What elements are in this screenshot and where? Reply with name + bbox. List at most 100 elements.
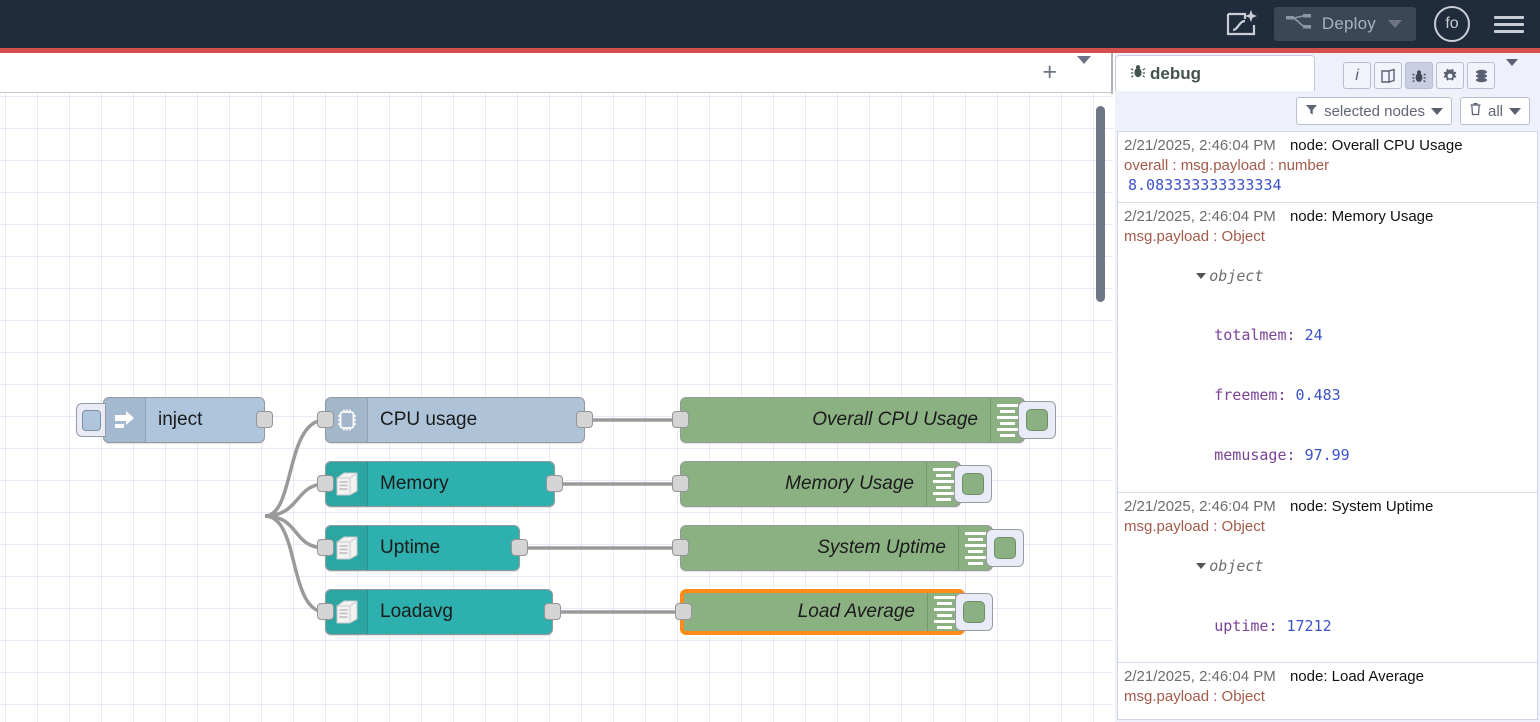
debug-topic: overall : msg.payload : number <box>1124 156 1330 174</box>
input-port[interactable] <box>317 475 334 492</box>
menu-bar <box>1494 29 1524 33</box>
output-port[interactable] <box>256 411 273 428</box>
input-port[interactable] <box>672 539 689 556</box>
debug-node-name: node: Overall CPU Usage <box>1289 137 1463 154</box>
node-uptime[interactable]: Uptime <box>317 525 528 571</box>
debug-node-name: node: System Uptime <box>1289 497 1434 515</box>
deploy-label: Deploy <box>1321 14 1376 33</box>
expander-triangle-icon[interactable] <box>1196 272 1207 279</box>
chevron-down-icon[interactable] <box>1498 58 1526 86</box>
input-port[interactable] <box>675 603 692 620</box>
canvas-vertical-scrollbar[interactable] <box>1096 106 1105 302</box>
debug-object-root[interactable]: object <box>1124 247 1531 307</box>
node-cpu-usage[interactable]: CPU usage <box>317 397 593 443</box>
output-port[interactable] <box>544 603 561 620</box>
node-system-uptime[interactable]: System Uptime <box>672 525 1024 571</box>
debug-lines-icon <box>958 526 992 570</box>
node-label: Load Average <box>797 601 915 622</box>
node-memory[interactable]: Memory <box>317 461 563 507</box>
debug-lines-icon <box>926 462 960 506</box>
gear-icon[interactable] <box>1436 62 1464 89</box>
debug-timestamp: 2/21/2025, 2:46:04 PM <box>1124 668 1276 686</box>
property-key: uptime <box>1214 616 1269 635</box>
node-memory-usage[interactable]: Memory Usage <box>672 461 992 507</box>
debug-topic: msg.payload : Object <box>1124 688 1265 706</box>
node-label: Memory Usage <box>785 473 914 494</box>
chevron-down-icon <box>1077 55 1091 81</box>
debug-timestamp: 2/21/2025, 2:46:04 PM <box>1124 497 1276 515</box>
node-label: Overall CPU Usage <box>812 409 978 430</box>
add-flow-button[interactable]: + <box>1042 58 1057 86</box>
debug-message-list[interactable]: 2/21/2025, 2:46:04 PM node: Overall CPU … <box>1117 131 1538 720</box>
debug-message[interactable]: 2/21/2025, 2:46:04 PM node: Memory Usage… <box>1118 203 1537 493</box>
output-port[interactable] <box>546 475 563 492</box>
debug-object-root[interactable]: object <box>1124 707 1531 719</box>
info-icon[interactable]: i <box>1343 62 1371 89</box>
menu-bar <box>1494 22 1524 26</box>
sidebar-tabbar: debug i <box>1115 53 1540 91</box>
property-value: 24 <box>1304 326 1323 345</box>
node-label: CPU usage <box>380 409 478 430</box>
node-label: inject <box>158 409 203 430</box>
debug-enable-square <box>963 601 985 623</box>
clear-messages-button[interactable]: all <box>1459 97 1530 125</box>
node-label: Uptime <box>380 537 441 558</box>
debug-topic: msg.payload : Object <box>1124 517 1265 535</box>
debug-message-header: 2/21/2025, 2:46:04 PM node: System Uptim… <box>1124 497 1531 517</box>
debug-message-header: 2/21/2025, 2:46:04 PM node: Memory Usage <box>1124 207 1531 227</box>
stack-icon[interactable] <box>1467 62 1495 89</box>
debug-node-name: node: Memory Usage <box>1289 207 1434 225</box>
sidebar-tab-buttons: i <box>1343 58 1526 89</box>
debug-message[interactable]: 2/21/2025, 2:46:04 PM node: Load Average… <box>1118 663 1537 719</box>
bug-icon <box>1130 63 1146 84</box>
node-inject[interactable]: inject <box>76 397 273 443</box>
chevron-down-icon <box>1509 107 1521 115</box>
input-port[interactable] <box>317 603 334 620</box>
ai-flow-sparkle-icon[interactable] <box>1220 4 1264 44</box>
hamburger-menu-icon[interactable] <box>1494 12 1524 37</box>
caret <box>1506 58 1518 83</box>
input-port[interactable] <box>672 475 689 492</box>
output-port[interactable] <box>511 539 528 556</box>
input-port[interactable] <box>672 411 689 428</box>
book-icon[interactable] <box>1374 62 1402 89</box>
debug-topic: msg.payload : Object <box>1124 227 1265 245</box>
debug-enable-button[interactable] <box>955 593 993 631</box>
filter-selected-nodes-button[interactable]: selected nodes <box>1296 97 1452 125</box>
flow-tabbar: + <box>0 53 1111 93</box>
chevron-down-icon[interactable] <box>1388 20 1402 28</box>
funnel-icon <box>1305 103 1318 120</box>
debug-enable-button[interactable] <box>986 529 1024 567</box>
deploy-button[interactable]: Deploy <box>1273 7 1416 41</box>
property-value: 17212 <box>1286 616 1332 635</box>
bug-icon[interactable] <box>1405 62 1433 89</box>
debug-object-root[interactable]: object <box>1124 537 1531 597</box>
input-port[interactable] <box>317 411 334 428</box>
expander-triangle-icon[interactable] <box>1196 562 1207 569</box>
debug-enable-square <box>994 537 1016 559</box>
menu-bar <box>1494 15 1524 19</box>
avatar[interactable]: fo <box>1434 6 1470 42</box>
tab-debug[interactable]: debug <box>1115 55 1315 91</box>
debug-node-name: node: Load Average <box>1289 668 1424 686</box>
debug-timestamp: 2/21/2025, 2:46:04 PM <box>1124 137 1276 154</box>
deploy-flow-icon <box>1285 13 1312 36</box>
node-loadavg[interactable]: Loadavg <box>317 589 561 635</box>
flow-canvas[interactable]: inject CPU usage <box>0 94 1113 722</box>
debug-enable-button[interactable] <box>1018 401 1056 439</box>
debug-message-header: 2/21/2025, 2:46:04 PM node: Overall CPU … <box>1124 136 1531 156</box>
input-port[interactable] <box>317 539 334 556</box>
debug-property: uptime: 17212 <box>1214 616 1332 635</box>
debug-timestamp: 2/21/2025, 2:46:04 PM <box>1124 207 1276 225</box>
flow-menu-button[interactable] <box>1071 55 1097 82</box>
debug-message[interactable]: 2/21/2025, 2:46:04 PM node: Overall CPU … <box>1118 132 1537 203</box>
output-port[interactable] <box>576 411 593 428</box>
inject-trigger-button[interactable] <box>76 403 106 437</box>
debug-enable-button[interactable] <box>954 465 992 503</box>
node-overall-cpu-usage[interactable]: Overall CPU Usage <box>672 397 1056 443</box>
node-load-average[interactable]: Load Average <box>675 589 993 635</box>
debug-property: totalmem: 24 <box>1214 326 1323 345</box>
debug-object-label: object <box>1209 266 1264 285</box>
debug-value: 8.083333333333334 <box>1128 175 1282 194</box>
debug-message[interactable]: 2/21/2025, 2:46:04 PM node: System Uptim… <box>1118 493 1537 664</box>
